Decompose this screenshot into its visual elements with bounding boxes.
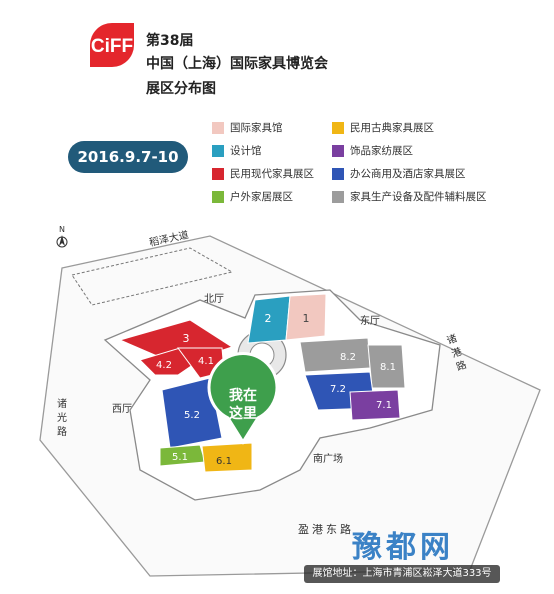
legend-item-international: 国际家具馆 bbox=[212, 120, 283, 134]
compass-icon: N bbox=[56, 225, 68, 248]
legend-swatch bbox=[332, 122, 344, 134]
hall-label-2: 2 bbox=[265, 312, 272, 325]
legend-item-equipment: 家具生产设备及配件辅料展区 bbox=[332, 189, 487, 203]
legend-label: 家具生产设备及配件辅料展区 bbox=[350, 191, 487, 203]
watermark-logo: 豫都网 bbox=[352, 530, 454, 565]
hall-1[interactable] bbox=[285, 293, 327, 341]
east-hall-label: 东厅 bbox=[360, 314, 380, 327]
hall-label-7-1: 7.1 bbox=[376, 400, 392, 411]
hall-8-2[interactable] bbox=[299, 337, 371, 373]
legend-item-modern: 民用现代家具展区 bbox=[212, 166, 314, 180]
marker-text-line2: 这里 bbox=[229, 405, 257, 422]
legend-swatch bbox=[212, 191, 224, 203]
hall-label-7-2: 7.2 bbox=[330, 384, 346, 395]
header-title: 中国（上海）国际家具博览会 bbox=[146, 56, 328, 72]
logo-text: CiFF bbox=[91, 36, 133, 57]
legend-swatch bbox=[332, 145, 344, 157]
compass-label: N bbox=[59, 225, 65, 234]
hall-label-1: 1 bbox=[303, 312, 310, 325]
hall-6-1[interactable] bbox=[201, 442, 253, 473]
legend-swatch bbox=[212, 145, 224, 157]
hall-label-5-2: 5.2 bbox=[184, 410, 200, 421]
legend-swatch bbox=[212, 168, 224, 180]
legend-label: 设计馆 bbox=[230, 145, 262, 157]
road-west: 诸光路 bbox=[55, 398, 67, 440]
header-edition: 第38届 bbox=[146, 33, 194, 49]
legend-label: 民用现代家具展区 bbox=[230, 168, 314, 180]
hall-label-8-2: 8.2 bbox=[340, 352, 356, 363]
ciff-logo: CiFF bbox=[90, 23, 134, 67]
legend-swatch bbox=[332, 168, 344, 180]
legend-label: 民用古典家具展区 bbox=[350, 122, 434, 134]
legend-label: 饰品家纺展区 bbox=[350, 145, 413, 157]
north-hall-label: 北厅 bbox=[204, 293, 224, 305]
logo-shape bbox=[90, 23, 134, 67]
parking-area bbox=[71, 247, 234, 306]
hall-label-3: 3 bbox=[183, 332, 190, 345]
legend-swatch bbox=[332, 191, 344, 203]
you-are-here-marker[interactable]: 我在 这里 bbox=[204, 300, 279, 445]
legend-item-outdoor: 户外家居展区 bbox=[212, 189, 293, 203]
legend-label: 国际家具馆 bbox=[230, 122, 283, 134]
legend-item-design: 设计馆 bbox=[212, 143, 262, 157]
hall-label-8-1: 8.1 bbox=[380, 362, 396, 373]
hall-label-5-1: 5.1 bbox=[172, 452, 188, 463]
legend-swatch bbox=[212, 122, 224, 134]
hall-label-4-2: 4.2 bbox=[156, 360, 172, 371]
header-subtitle: 展区分布图 bbox=[146, 81, 216, 97]
legend-item-decor: 饰品家纺展区 bbox=[332, 143, 413, 157]
marker-pin bbox=[207, 351, 279, 445]
legend-item-classical: 民用古典家具展区 bbox=[332, 120, 434, 134]
legend-item-office: 办公商用及酒店家具展区 bbox=[332, 166, 466, 180]
hall-7-1[interactable] bbox=[349, 389, 401, 421]
hall-5-2[interactable] bbox=[161, 377, 223, 449]
marker-text-line1: 我在 bbox=[229, 387, 257, 404]
south-plaza-label: 南广场 bbox=[313, 452, 343, 465]
legend-label: 户外家居展区 bbox=[230, 191, 293, 203]
venue-address: 展馆地址：上海市青浦区崧泽大道333号 bbox=[304, 565, 500, 583]
road-south: 盈港东路 bbox=[298, 523, 354, 536]
date-badge: 2016.9.7-10 bbox=[68, 141, 188, 173]
legend-label: 办公商用及酒店家具展区 bbox=[350, 168, 466, 180]
hall-label-4-1: 4.1 bbox=[198, 356, 214, 367]
west-hall-label: 西厅 bbox=[112, 404, 132, 415]
hall-label-6-1: 6.1 bbox=[216, 456, 232, 467]
venue-map: N 2 1 3 4.2 4.1 5.2 5.1 6.1 8.2 8.1 7.2 … bbox=[39, 225, 541, 577]
